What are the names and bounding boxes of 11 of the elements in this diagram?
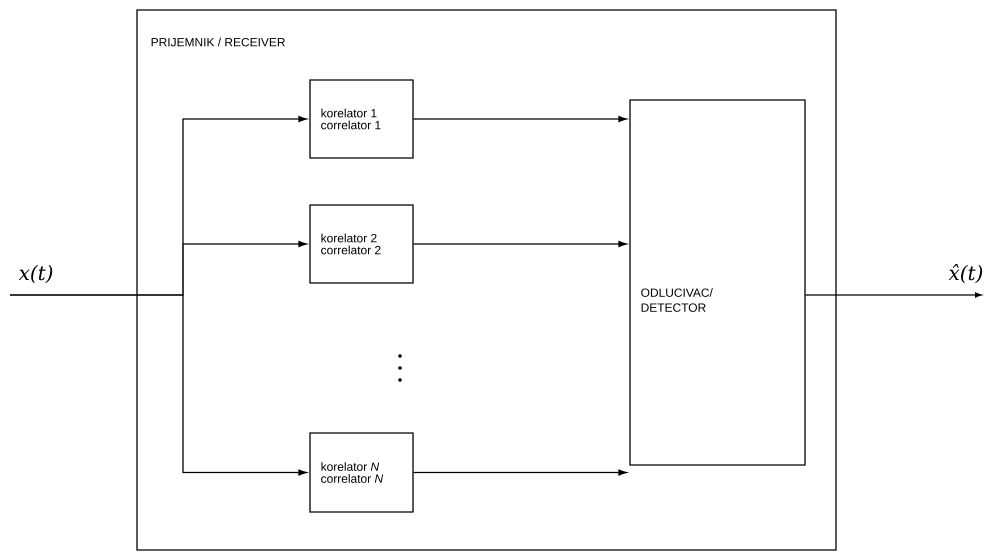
correlator-box: korelator 2 correlator 2	[309, 204, 414, 284]
arrow	[10, 294, 307, 476]
detector-box: ODLUCIVAC/ DETECTOR	[629, 99, 806, 466]
arrow	[414, 116, 627, 122]
arrow	[414, 240, 627, 248]
correlator-box: korelator 1 correlator 1	[309, 79, 414, 159]
signal-label: x̂(t)	[948, 264, 982, 284]
correlator-box: korelator N correlator N	[309, 432, 414, 513]
arrow	[806, 292, 982, 298]
arrow	[414, 469, 627, 476]
signal-label: x(t)	[18, 264, 52, 284]
